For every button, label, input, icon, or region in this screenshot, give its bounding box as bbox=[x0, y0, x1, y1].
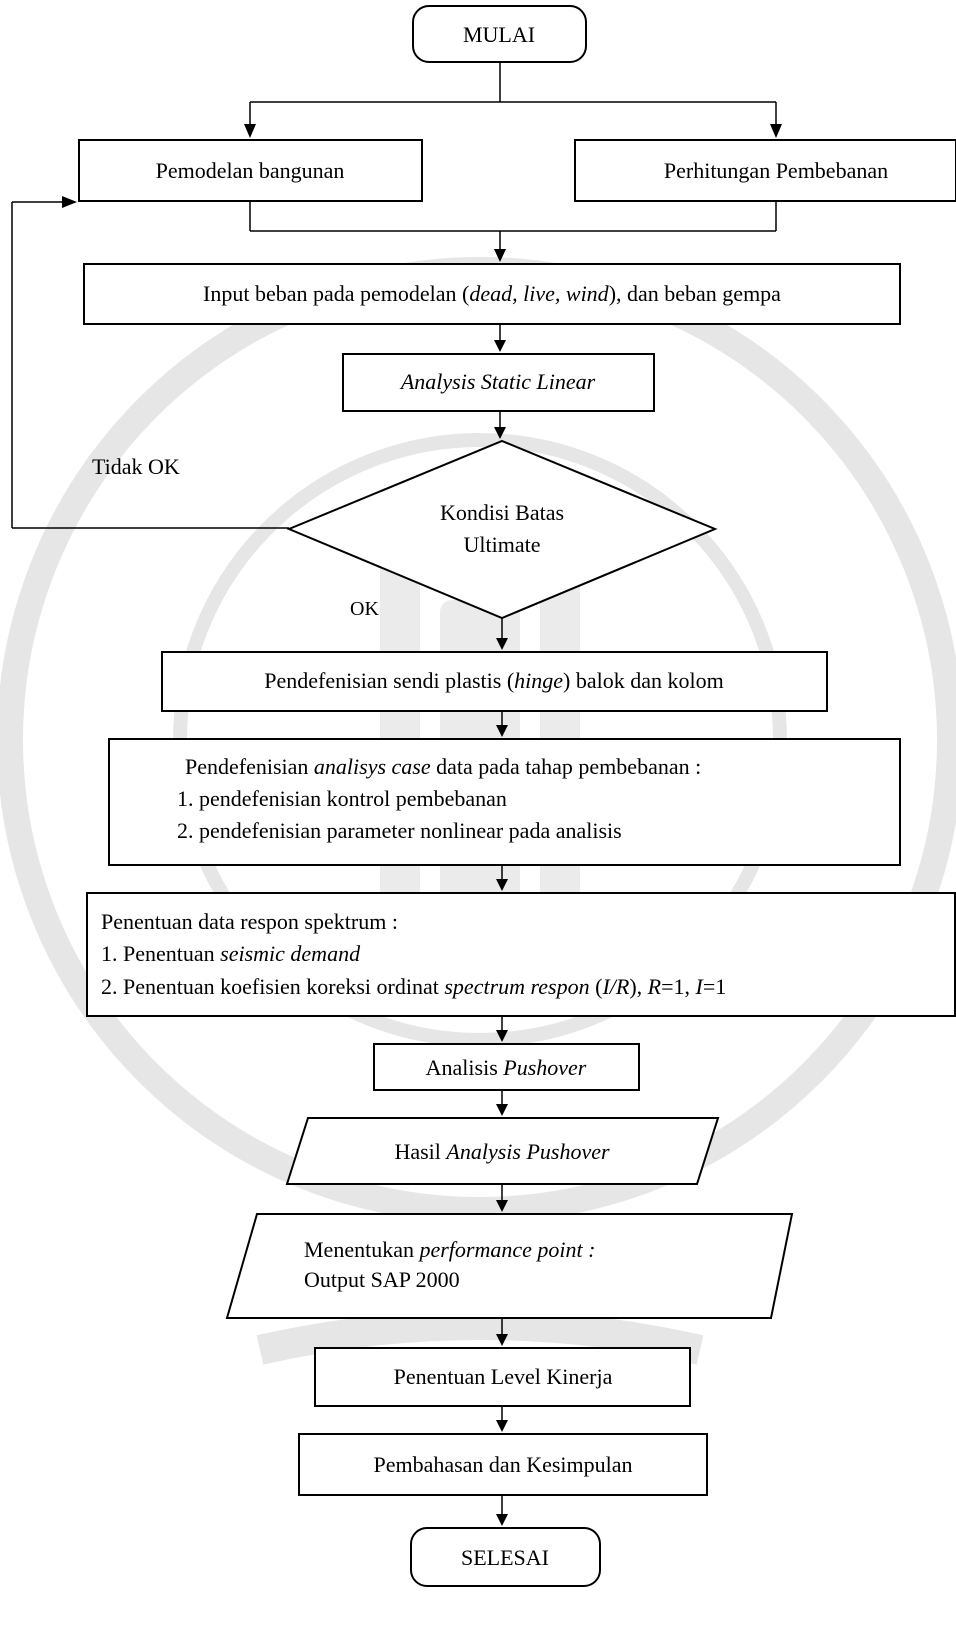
hinge-definition-step: Pendefenisian sendi plastis (hinge) balo… bbox=[161, 651, 828, 712]
analysis-case-item-2: 2. pendefenisian parameter nonlinear pad… bbox=[177, 818, 622, 843]
load-input-label: Input beban pada pemodelan (dead, live, … bbox=[203, 281, 781, 306]
analysis-case-item-1: 1. pendefenisian kontrol pembebanan bbox=[177, 786, 507, 811]
loading-calculation-step: Perhitungan Pembebanan bbox=[574, 139, 956, 202]
response-spectrum-item-1: 1. Penentuan seismic demand bbox=[101, 941, 361, 966]
building-modeling-label: Pemodelan bangunan bbox=[156, 158, 345, 183]
hinge-definition-label: Pendefenisian sendi plastis (hinge) balo… bbox=[264, 668, 724, 693]
pushover-result-label: Hasil Analysis Pushover bbox=[394, 1139, 610, 1164]
pushover-result-io: Hasil Analysis Pushover bbox=[285, 1117, 720, 1185]
performance-point-io: Menentukan performance point : Output SA… bbox=[225, 1213, 794, 1319]
linear-analysis-label: Analysis Static Linear bbox=[399, 369, 596, 394]
load-input-step: Input beban pada pemodelan (dead, live, … bbox=[83, 263, 901, 325]
response-spectrum-heading: Penentuan data respon spektrum : bbox=[101, 909, 398, 934]
response-spectrum-item-2: 2. Penentuan koefisien koreksi ordinat s… bbox=[101, 974, 726, 999]
end-label: SELESAI bbox=[461, 1545, 549, 1570]
end-terminal: SELESAI bbox=[410, 1527, 601, 1587]
decision-label-line1: Kondisi Batas bbox=[440, 500, 564, 525]
building-modeling-step: Pemodelan bangunan bbox=[78, 139, 423, 202]
discussion-step: Pembahasan dan Kesimpulan bbox=[298, 1433, 708, 1496]
start-terminal: MULAI bbox=[412, 5, 587, 63]
ok-label: OK bbox=[350, 598, 379, 620]
performance-level-step: Penentuan Level Kinerja bbox=[314, 1347, 691, 1407]
discussion-label: Pembahasan dan Kesimpulan bbox=[373, 1452, 632, 1477]
performance-point-line1: Menentukan performance point : bbox=[304, 1237, 595, 1262]
analysis-case-step: Pendefenisian analisys case data pada ta… bbox=[108, 738, 901, 866]
linear-analysis-step: Analysis Static Linear bbox=[342, 353, 655, 412]
loading-calculation-label: Perhitungan Pembebanan bbox=[664, 158, 888, 183]
ultimate-limit-decision: Kondisi Batas Ultimate bbox=[286, 439, 718, 620]
pushover-analysis-label: Analisis Pushover bbox=[426, 1055, 587, 1080]
pushover-analysis-step: Analisis Pushover bbox=[373, 1043, 640, 1091]
connector-lines bbox=[11, 62, 782, 1526]
start-label: MULAI bbox=[463, 22, 535, 47]
response-spectrum-step: Penentuan data respon spektrum : 1. Pene… bbox=[86, 892, 956, 1017]
not-ok-label: Tidak OK bbox=[92, 454, 180, 479]
decision-label-line2: Ultimate bbox=[464, 532, 541, 557]
performance-point-line2: Output SAP 2000 bbox=[304, 1267, 460, 1292]
performance-level-label: Penentuan Level Kinerja bbox=[394, 1364, 613, 1389]
analysis-case-heading: Pendefenisian analisys case data pada ta… bbox=[185, 754, 701, 779]
